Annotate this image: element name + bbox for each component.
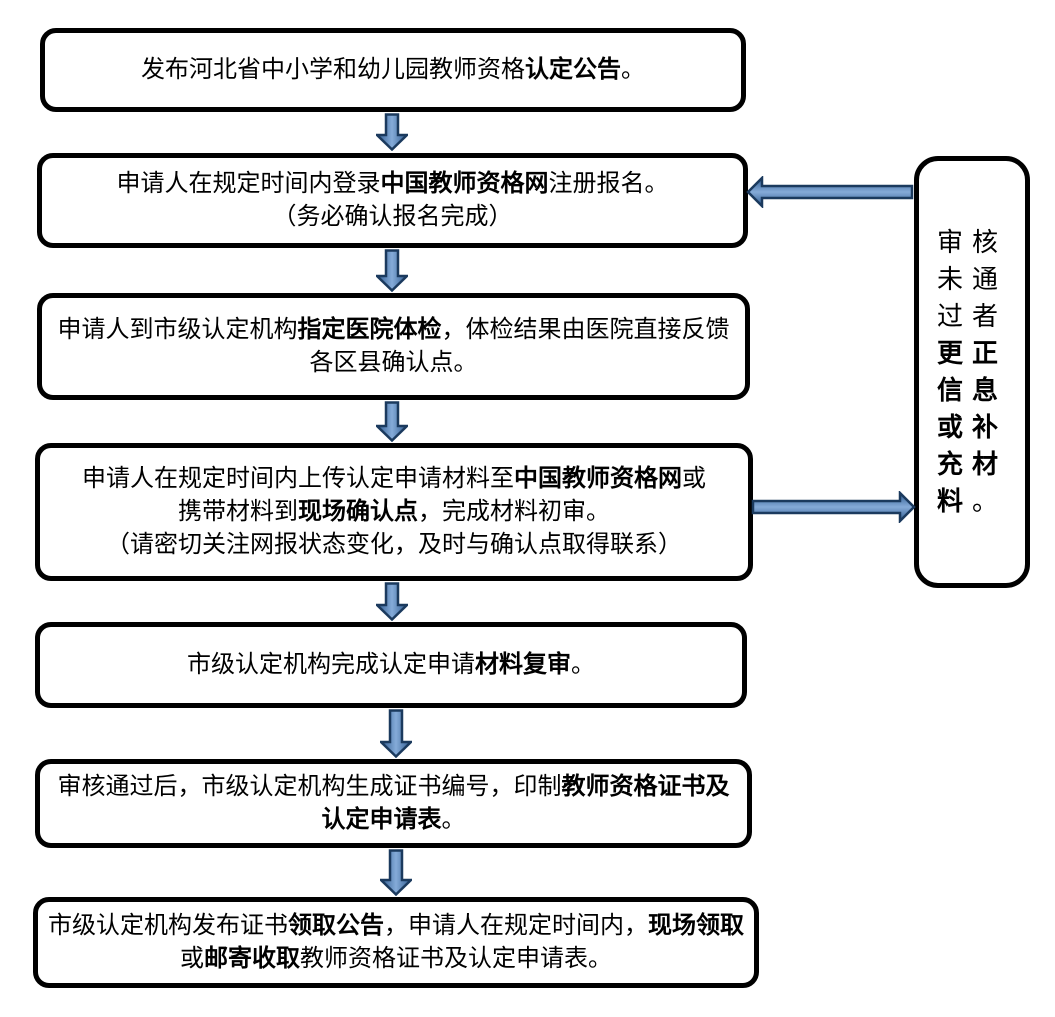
down-arrow-icon-step3-step4 <box>376 401 408 442</box>
left-arrow-icon-side-to-step2 <box>746 176 914 208</box>
step-box-medical-exam: 申请人到市级认定机构指定医院体检，体检结果由医院直接反馈各区县确认点。 <box>37 293 750 400</box>
right-arrow-icon-step4-to-side <box>751 491 916 523</box>
down-arrow-icon-step2-step3 <box>376 249 408 292</box>
side-box-correction: 审核未通过者更正信息或补充材料。 <box>914 156 1030 588</box>
step-box-submit-materials: 申请人在规定时间内上传认定申请材料至中国教师资格网或携带材料到现场确认点，完成材… <box>35 443 753 581</box>
side-box-text: 审核未通过者更正信息或补充材料。 <box>936 228 1008 516</box>
step-box-publish-announcement: 发布河北省中小学和幼儿园教师资格认定公告。 <box>40 28 746 112</box>
step-box-material-review: 市级认定机构完成认定申请材料复审。 <box>35 622 747 708</box>
step-box-register-online: 申请人在规定时间内登录中国教师资格网注册报名。（务必确认报名完成） <box>37 153 748 248</box>
down-arrow-icon-step4-step5 <box>376 582 408 621</box>
step-box-print-certificate: 审核通过后，市级认定机构生成证书编号，印制教师资格证书及认定申请表。 <box>35 759 752 848</box>
step-box-collect-certificate: 市级认定机构发布证书领取公告，申请人在规定时间内，现场领取或邮寄收取教师资格证书… <box>33 897 759 988</box>
down-arrow-icon-step1-step2 <box>376 113 408 151</box>
down-arrow-icon-step5-step6 <box>380 709 412 758</box>
down-arrow-icon-step6-step7 <box>380 849 412 896</box>
